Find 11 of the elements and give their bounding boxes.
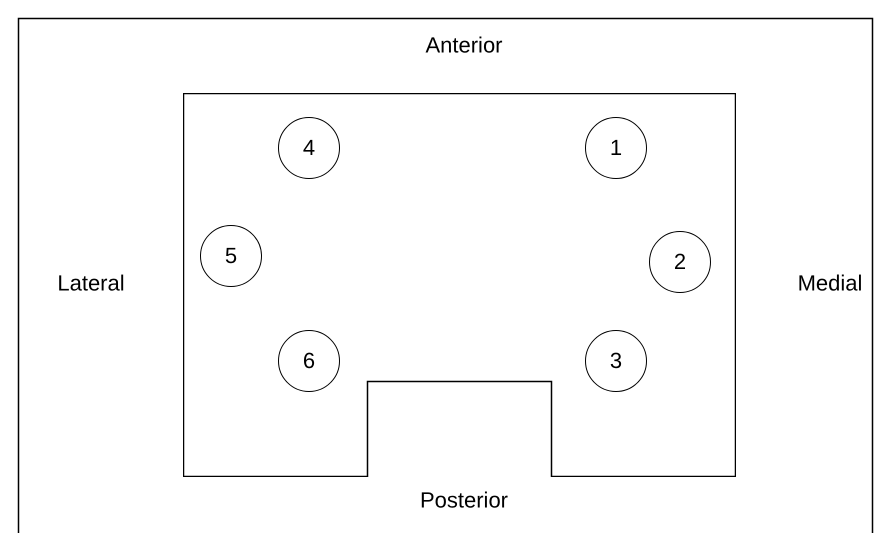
notched-outline [183, 93, 736, 477]
callout-number: 6 [302, 350, 316, 372]
callout-number: 1 [610, 137, 622, 159]
direction-label: Anterior [425, 32, 503, 60]
callout-number: 5 [224, 245, 238, 267]
callout-number: 4 [302, 137, 316, 159]
callout-number: 3 [610, 350, 622, 372]
direction-label: Posterior [420, 486, 508, 514]
callout-number: 2 [674, 251, 686, 273]
direction-label: Medial [798, 270, 862, 298]
direction-label: Lateral [57, 270, 125, 298]
